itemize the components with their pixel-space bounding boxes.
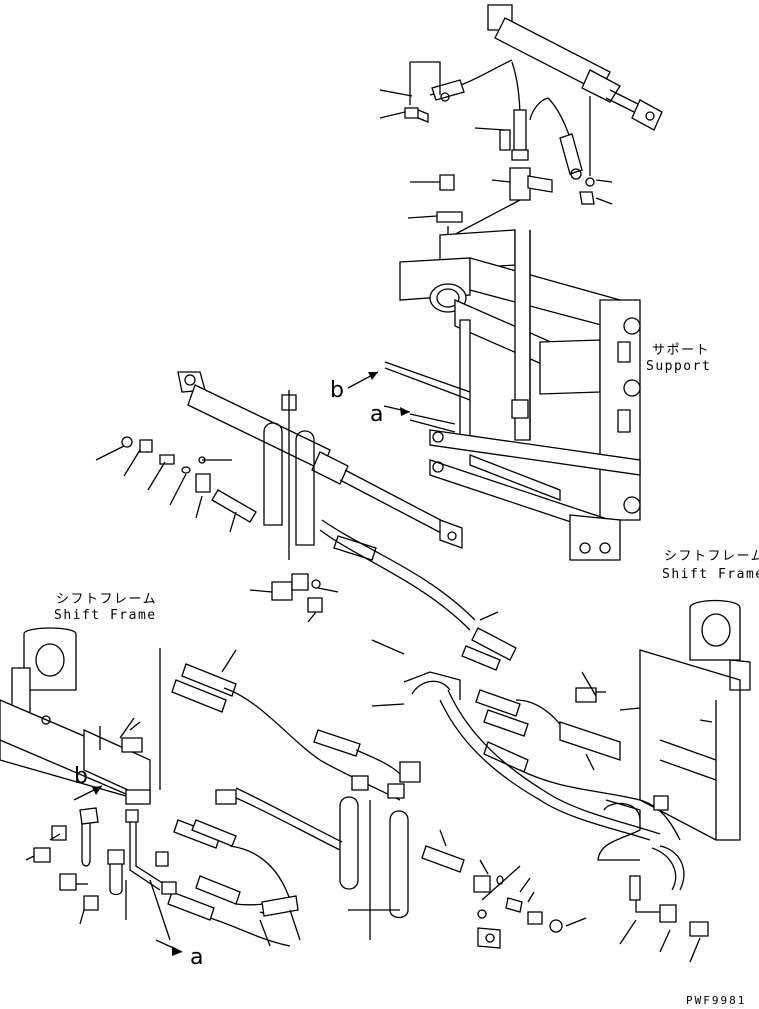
right-shift-frame: [619, 599, 751, 841]
leader-lines: [119, 639, 597, 771]
arrow-label-b-top: b: [330, 378, 344, 403]
shift-frame-right-label-en: Shift Frame: [662, 567, 759, 582]
right-hoses: [403, 671, 709, 963]
shift-frame-left-label-en: Shift Frame: [54, 608, 157, 623]
arrows-top: [347, 371, 411, 416]
top-fittings: [379, 61, 613, 240]
middle-hose: [319, 519, 517, 671]
left-small-fittings: [25, 807, 177, 941]
arrows-left: [73, 785, 183, 956]
arrow-label-a-bottom: a: [190, 945, 204, 970]
arrow-label-b-left: b: [74, 764, 88, 789]
lower-cylinder-parts: [339, 796, 587, 949]
left-lower-hoses: [159, 648, 421, 947]
support-label-jp: サポート: [652, 343, 711, 358]
shift-frame-left-label-jp: シフトフレーム: [56, 592, 158, 607]
support-label-en: Support: [646, 359, 712, 374]
shift-frame-right-label-jp: シフトフレーム: [664, 549, 759, 564]
middle-lower-fittings: [249, 573, 339, 623]
arrow-label-a-top: a: [370, 402, 384, 427]
left-shift-frame: [0, 627, 151, 805]
drawing-code: PWF9981: [686, 994, 747, 1007]
top-hydraulic-cylinder: [487, 4, 663, 131]
support-frame: [384, 229, 641, 561]
middle-hydraulic-cylinder: [177, 371, 463, 560]
middle-left-fittings: [95, 436, 257, 533]
